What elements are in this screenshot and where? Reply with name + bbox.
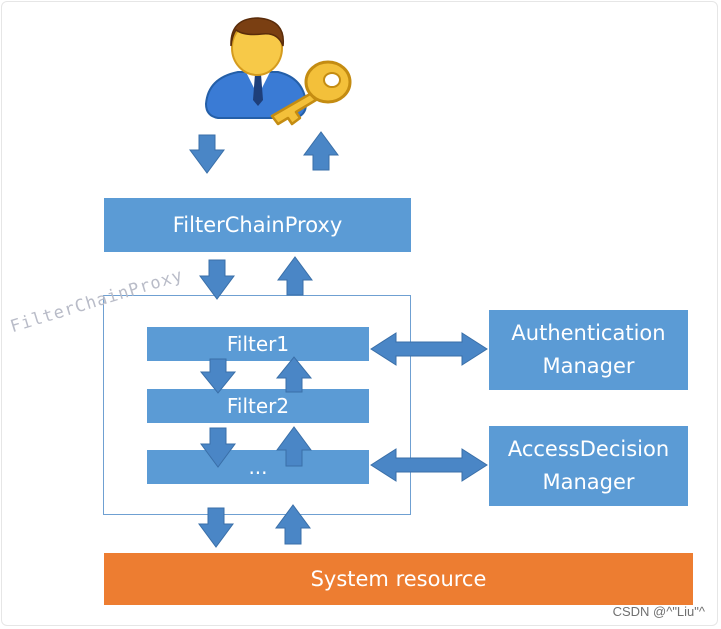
filter2-label: Filter2 (226, 394, 290, 418)
up-arrow-icon (277, 256, 313, 296)
down-arrow-icon (198, 507, 234, 548)
filter2-box: Filter2 (147, 389, 369, 423)
up-arrow-icon (275, 504, 311, 545)
filter1-box: Filter1 (147, 327, 369, 361)
down-arrow-icon (199, 259, 235, 300)
double-arrow-icon (370, 448, 488, 482)
credit-text: CSDN @^"Liu"^ (612, 604, 705, 619)
filter1-label: Filter1 (226, 332, 290, 356)
down-arrow-icon (199, 358, 237, 394)
filter-chain-proxy-label: FilterChainProxy (172, 213, 343, 237)
authentication-manager-box: Authentication Manager (489, 310, 688, 390)
access-decision-manager-line1: AccessDecision (507, 437, 670, 461)
filter-chain-proxy-box: FilterChainProxy (104, 198, 411, 252)
filter-more-label: ... (248, 455, 268, 479)
access-decision-manager-box: AccessDecision Manager (489, 426, 688, 506)
system-resource-label: System resource (310, 567, 487, 591)
authentication-manager-line1: Authentication (511, 321, 666, 345)
system-resource-box: System resource (104, 553, 693, 605)
down-arrow-icon (200, 427, 236, 468)
up-arrow-icon (275, 356, 313, 393)
up-arrow-icon (303, 131, 339, 171)
authentication-manager-line2: Manager (542, 354, 635, 378)
access-decision-manager-line2: Manager (542, 470, 635, 494)
up-arrow-icon (276, 426, 312, 467)
user-with-key-icon (204, 17, 352, 126)
filter-more-box: ... (147, 450, 369, 484)
double-arrow-icon (370, 332, 488, 366)
down-arrow-icon (189, 134, 225, 174)
